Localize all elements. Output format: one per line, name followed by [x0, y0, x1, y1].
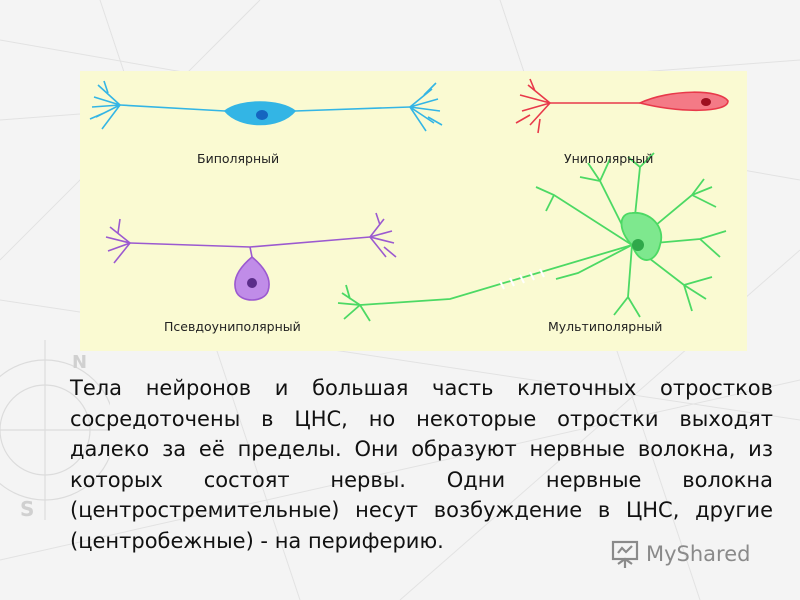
compass-south-letter: S	[20, 497, 34, 521]
myelin-gaps	[499, 268, 545, 290]
compass-decoration: N S	[0, 340, 110, 521]
multipolar-neuron	[337, 152, 727, 322]
pseudounipolar-nucleus	[247, 278, 257, 288]
unipolar-nucleus	[701, 98, 711, 106]
label-bipolar: Биполярный	[197, 151, 280, 166]
watermark-text: MyShared	[646, 542, 751, 566]
neuron-drawings	[89, 78, 729, 322]
presentation-board-icon	[611, 540, 639, 568]
multipolar-nucleus	[632, 239, 644, 251]
bipolar-nucleus	[256, 110, 268, 120]
watermark: MyShared	[610, 536, 750, 572]
bipolar-neuron	[89, 80, 443, 132]
body-text: Тела нейронов и большая часть клеточных …	[70, 376, 773, 553]
compass-north-letter: N	[72, 352, 87, 373]
label-pseudounipolar: Псевдоуниполярный	[164, 319, 301, 334]
label-multipolar: Мультиполярный	[548, 319, 663, 334]
label-unipolar: Униполярный	[564, 151, 654, 166]
neuron-types-figure: Биполярный Униполярный Псевдоуниполярный…	[80, 71, 747, 351]
unipolar-neuron	[515, 78, 729, 134]
